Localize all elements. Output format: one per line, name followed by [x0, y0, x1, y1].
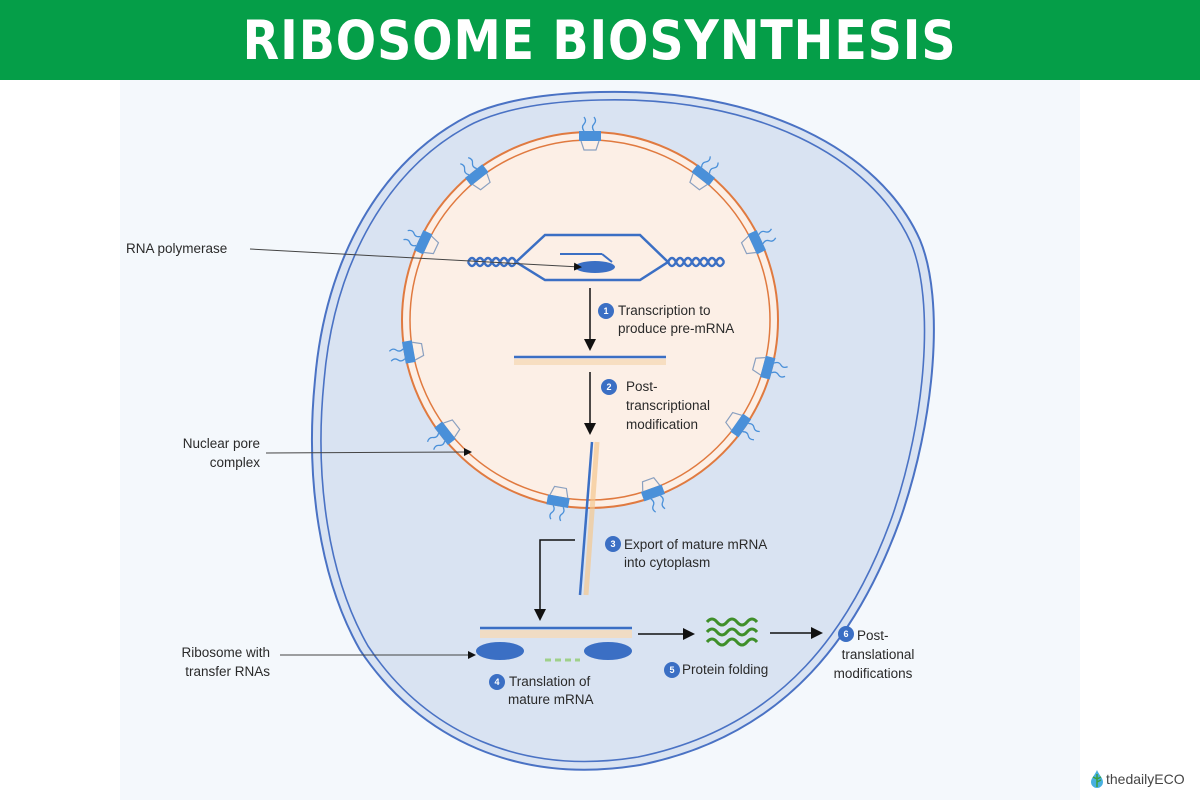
- svg-text:5: 5: [669, 665, 674, 675]
- callout-rna-polymerase: RNA polymerase: [126, 241, 227, 256]
- rna-polymerase-icon: [575, 261, 615, 273]
- svg-text:Translation of: Translation of: [509, 674, 591, 689]
- step-badge: [489, 674, 505, 690]
- step-2: 2 Post- transcriptional modification: [601, 379, 710, 432]
- svg-text:6: 6: [843, 629, 848, 639]
- svg-text:transcriptional: transcriptional: [626, 398, 710, 413]
- nuclear-pore-icon: [640, 476, 666, 513]
- svg-text:produce pre-mRNA: produce pre-mRNA: [618, 321, 734, 336]
- svg-text:Export of mature mRNA: Export of mature mRNA: [624, 537, 767, 552]
- step-4: 4 Translation of mature mRNA: [489, 674, 594, 707]
- step-badge: [664, 662, 680, 678]
- svg-text:Post-: Post-: [626, 379, 658, 394]
- nuclear-pore-icon: [546, 485, 570, 522]
- leader-nuclear-pore: [265, 448, 472, 457]
- svg-text:mature mRNA: mature mRNA: [508, 692, 594, 707]
- folded-protein-icon: [705, 617, 759, 647]
- nuclear-pore-icon: [460, 156, 491, 191]
- svg-text:2: 2: [606, 382, 611, 392]
- callout-nuclear-pore-1: Nuclear pore: [183, 436, 260, 451]
- step-badge: [601, 379, 617, 395]
- step-6: 6 Post- translational modifications: [834, 626, 915, 681]
- svg-text:into cytoplasm: into cytoplasm: [624, 555, 710, 570]
- nuclear-pore-icon: [740, 228, 777, 255]
- nuclear-pore-icon: [426, 419, 461, 450]
- ribosome-icon: [476, 642, 524, 660]
- nuclear-pore-icon: [579, 116, 601, 151]
- step-3: 3 Export of mature mRNA into cytoplasm: [605, 536, 767, 570]
- ribosome-icon: [584, 642, 632, 660]
- callout-ribosome-1: Ribosome with: [181, 645, 270, 660]
- translation-complex: [476, 626, 632, 662]
- nuclear-pore-icon: [689, 156, 719, 191]
- leader-rna-polymerase: [249, 248, 582, 271]
- nuclear-pore-icon: [725, 411, 760, 441]
- svg-text:translational: translational: [842, 647, 915, 662]
- mature-mrna-strand: [578, 441, 600, 596]
- step-badge: [605, 536, 621, 552]
- svg-text:4: 4: [494, 677, 499, 687]
- svg-text:Transcription to: Transcription to: [618, 303, 711, 318]
- nuclear-pore-icon: [388, 340, 425, 364]
- svg-text:Post-: Post-: [857, 628, 889, 643]
- svg-text:1: 1: [603, 306, 608, 316]
- callout-ribosome-2: transfer RNAs: [185, 664, 270, 679]
- step-1: 1 Transcription to produce pre-mRNA: [598, 303, 734, 336]
- svg-text:modification: modification: [626, 417, 698, 432]
- arrow-step-3: [534, 539, 575, 621]
- svg-text:modifications: modifications: [834, 666, 913, 681]
- nuclear-pore-icon: [403, 229, 440, 255]
- title-banner: RIBOSOME BIOSYNTHESIS: [0, 0, 1200, 80]
- step-badge: [598, 303, 614, 319]
- nuclear-pore-icon: [751, 355, 788, 380]
- leaf-drop-icon: [1091, 770, 1103, 788]
- page-title: RIBOSOME BIOSYNTHESIS: [243, 8, 957, 72]
- pre-mrna-strand: [514, 355, 666, 365]
- brand-logo: thedailyECO: [1090, 770, 1185, 788]
- callout-nuclear-pore-2: complex: [210, 455, 261, 470]
- nuclear-pores: [388, 116, 788, 522]
- svg-text:3: 3: [610, 539, 615, 549]
- step-badge: [838, 626, 854, 642]
- step-5: 5 Protein folding: [664, 662, 768, 678]
- svg-text:Protein folding: Protein folding: [682, 662, 768, 677]
- logo-text: thedailyECO: [1106, 771, 1185, 787]
